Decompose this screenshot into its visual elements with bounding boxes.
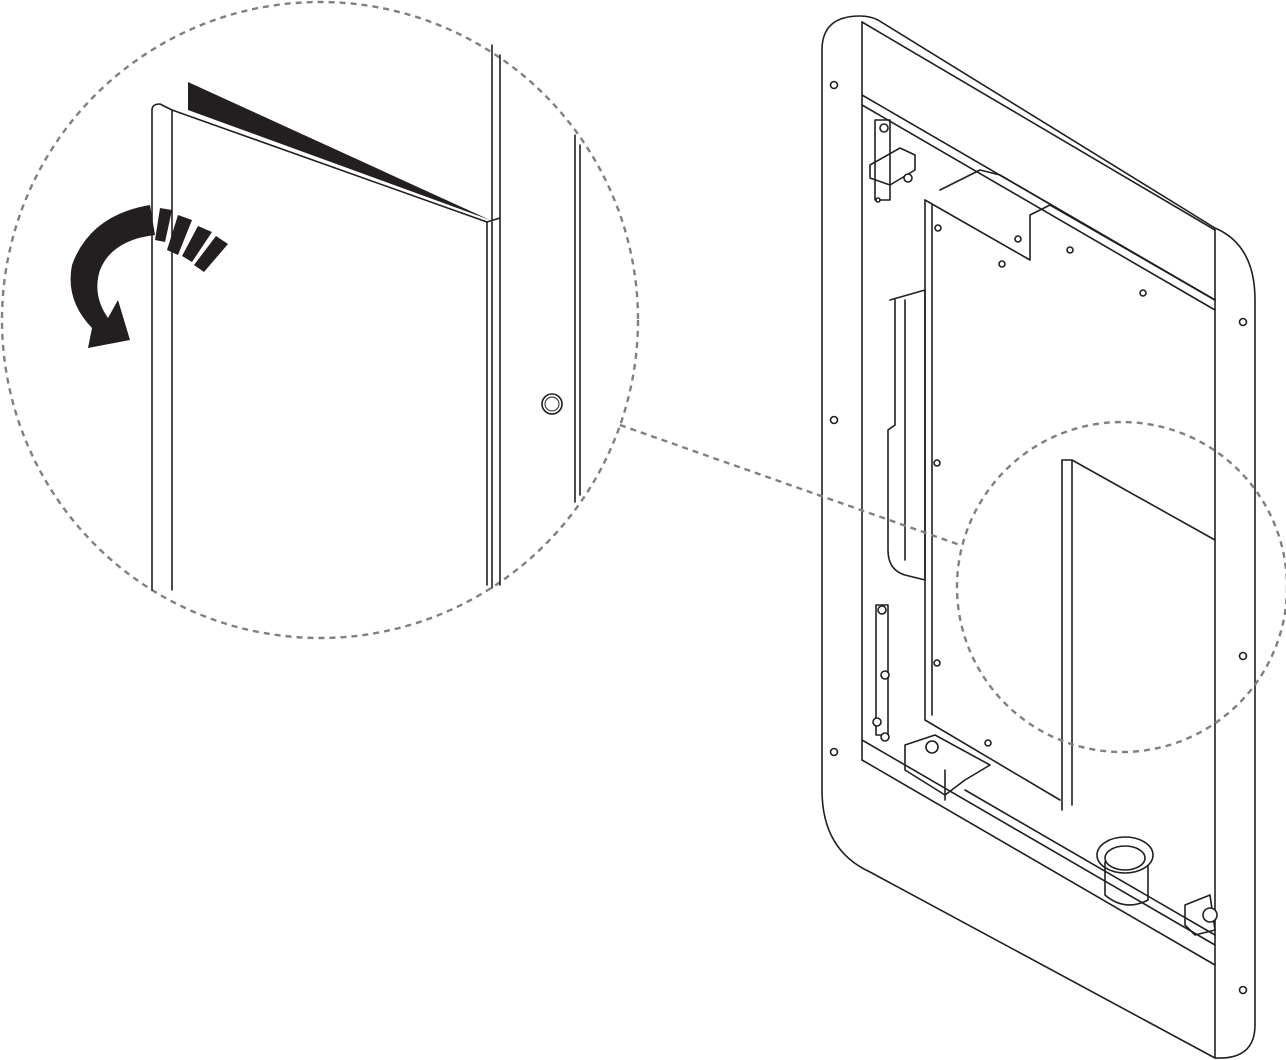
callout-leader-line xyxy=(619,423,961,547)
target-callout-circle xyxy=(955,420,1286,754)
top-latch xyxy=(869,119,916,203)
internal-panel xyxy=(887,169,1216,811)
bottom-hinge xyxy=(872,604,890,742)
detail-callout-circle xyxy=(0,0,640,640)
cover-flap xyxy=(188,82,490,220)
enclosure-frame xyxy=(821,15,1256,1059)
bottom-tray xyxy=(904,734,1218,936)
rotate-arrow-icon xyxy=(70,205,228,348)
detail-door-panel xyxy=(151,44,581,591)
mounting-holes xyxy=(829,80,1248,995)
